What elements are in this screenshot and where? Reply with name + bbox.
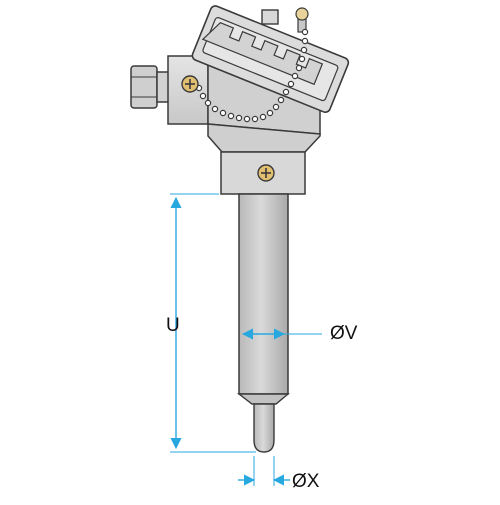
dimension-u (170, 193, 256, 453)
protection-stem (238, 193, 289, 395)
dimension-label-x: ØX (292, 471, 320, 492)
dimension-x (238, 456, 290, 486)
screw-icon (257, 164, 275, 182)
screw-icon (181, 75, 199, 93)
stem-taper (236, 393, 290, 405)
dimension-label-v: ØV (330, 323, 358, 344)
cover-cap-stud (261, 7, 309, 33)
sensor-tip (253, 403, 275, 453)
connection-head-cover (191, 5, 350, 113)
dimension-label-u: U (166, 315, 180, 336)
cable-gland-icon (130, 65, 170, 109)
